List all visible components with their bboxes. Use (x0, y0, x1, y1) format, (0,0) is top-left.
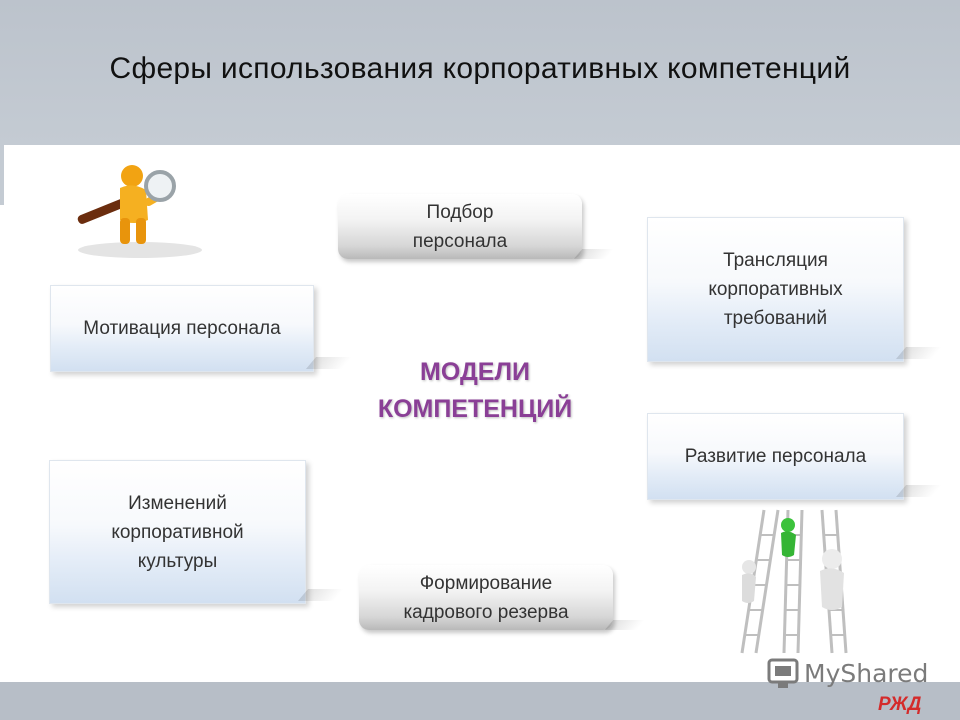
pill-selection-line2: персонала (412, 230, 508, 252)
pill-reserve-line1: Формирование (419, 572, 553, 594)
watermark-text: MyShared (804, 659, 929, 688)
box-motivation: Мотивация персонала (50, 285, 314, 372)
box-translation-line2: корпоративных (708, 279, 843, 300)
box-culture-line3: культуры (137, 550, 218, 572)
center-label-line1: МОДЕЛИ (420, 358, 530, 386)
box-culture: Изменений корпоративной культуры (49, 460, 306, 604)
slide-title: Сферы использования корпоративных компет… (109, 52, 851, 85)
box-translation: Трансляция корпоративных требований (647, 217, 904, 362)
center-label-line2: КОМПЕТЕНЦИЙ (377, 395, 573, 423)
pill-reserve: Формирование кадрового резерва (359, 565, 613, 630)
box-culture-line2: корпоративной (111, 521, 244, 543)
rzd-logo-icon: РЖД (878, 694, 922, 714)
left-strip (0, 145, 4, 205)
pill-reserve-line2: кадрового резерва (403, 601, 569, 623)
pill-selection-line1: Подбор (426, 201, 494, 223)
box-development-label: Развитие персонала (684, 446, 867, 467)
box-culture-line1: Изменений (128, 492, 227, 514)
myshared-logo-icon (767, 658, 799, 688)
header-bar (0, 0, 960, 145)
ladder-climbers-icon (740, 509, 848, 654)
center-label: МОДЕЛИ КОМПЕТЕНЦИЙ (350, 354, 600, 428)
myshared-watermark: MyShared (766, 655, 936, 691)
box-development: Развитие персонала (647, 413, 904, 500)
box-motivation-label: Мотивация персонала (83, 318, 281, 339)
magnifier-figure-icon (77, 165, 202, 258)
box-translation-line1: Трансляция (723, 250, 828, 271)
footer-bar (0, 682, 960, 720)
rzd-logo-text: РЖД (878, 694, 922, 714)
pill-selection: Подбор персонала (338, 194, 582, 259)
box-translation-line3: требований (723, 308, 828, 329)
